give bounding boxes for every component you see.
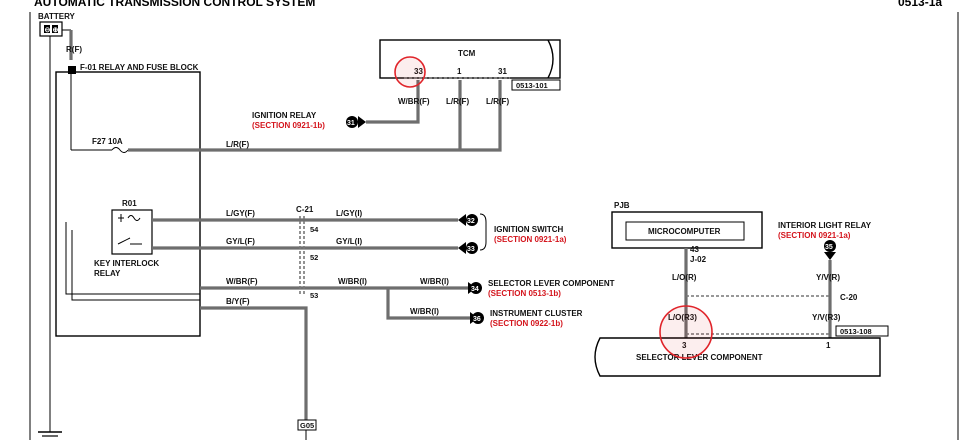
c21-pin-54: 54 xyxy=(310,225,319,234)
pjb-wire-label: L/O(R) xyxy=(672,273,697,282)
wire-label-gyl-i: GY/L(I) xyxy=(336,237,363,246)
selector-lever-box xyxy=(594,337,881,377)
pjb-conn: J-02 xyxy=(690,255,707,264)
svg-text:31: 31 xyxy=(347,120,355,127)
c21-label: C-21 xyxy=(296,205,314,214)
svg-text:35: 35 xyxy=(825,244,833,251)
selector-lever-section: (SECTION 0513-1b) xyxy=(488,289,561,298)
selector-connector-box xyxy=(835,325,889,337)
tcm-connector-id: 0513-101 xyxy=(516,81,548,90)
relay-label-2: RELAY xyxy=(94,269,121,278)
selector-wire-yv: Y/V(R3) xyxy=(812,313,841,322)
svg-text:34: 34 xyxy=(471,286,479,293)
ref-31-icon: 31 xyxy=(346,116,366,128)
ground-connector xyxy=(297,419,317,431)
ref-33-icon: 33 xyxy=(458,242,478,254)
coil-icon xyxy=(118,214,141,222)
wire-label-gyl-f: GY/L(F) xyxy=(226,237,255,246)
tcm-wire-lr-1: L/R(F) xyxy=(446,97,469,106)
diagram-title: AUTOMATIC TRANSMISSION CONTROL SYSTEM xyxy=(34,0,315,9)
interior-relay-wire-label: Y/V(R) xyxy=(816,273,840,282)
interior-relay-section: (SECTION 0921-1a) xyxy=(778,231,851,240)
ground-label: G05 xyxy=(300,421,314,430)
relay-label-1: KEY INTERLOCK xyxy=(94,259,159,268)
wire-wbr-i-2 xyxy=(386,288,470,320)
svg-text:⊖: ⊖ xyxy=(45,27,51,34)
svg-text:33: 33 xyxy=(467,246,475,253)
battery-wire-label: R(F) xyxy=(66,45,82,54)
tcm-connector-box xyxy=(511,79,561,91)
contact-icon xyxy=(117,237,142,245)
battery-label: BATTERY xyxy=(38,12,76,21)
instrument-cluster-label: INSTRUMENT CLUSTER xyxy=(490,309,583,318)
tcm-label: TCM xyxy=(458,49,476,58)
c21-pin-52: 52 xyxy=(310,253,318,262)
pjb-pin: 43 xyxy=(690,245,699,254)
interior-relay-label: INTERIOR LIGHT RELAY xyxy=(778,221,872,230)
fuse-block-label: F-01 RELAY AND FUSE BLOCK xyxy=(80,63,199,72)
pjb-label: PJB xyxy=(614,201,630,210)
wire-label-wbr-i-2: W/BR(I) xyxy=(420,277,449,286)
fuse-icon xyxy=(111,147,129,153)
wire-label-by-f: B/Y(F) xyxy=(226,297,250,306)
tcm-wire-lr-2: L/R(F) xyxy=(486,97,509,106)
selector-pin-1: 1 xyxy=(826,341,831,350)
ref-32-icon: 32 xyxy=(458,214,478,226)
ignition-switch-section: (SECTION 0921-1a) xyxy=(494,235,567,244)
c20-label: C-20 xyxy=(840,293,858,302)
ignition-switch-label: IGNITION SWITCH xyxy=(494,225,564,234)
wire-label-lgy-f: L/GY(F) xyxy=(226,209,255,218)
selector-wire-lo: L/O(R3) xyxy=(668,313,697,322)
ref-34-icon: 34 xyxy=(468,282,482,294)
relay-symbol xyxy=(111,209,153,255)
svg-text:⊕: ⊕ xyxy=(53,27,59,34)
fuse-wire-label: L/R(F) xyxy=(226,140,249,149)
wire-label-wbr-i-3: W/BR(I) xyxy=(410,307,439,316)
tcm-pin-31: 31 xyxy=(498,67,507,76)
microcomputer-label: MICROCOMPUTER xyxy=(648,227,721,236)
tcm-wire-wbr: W/BR(F) xyxy=(398,97,430,106)
wire-label-lgy-i: L/GY(I) xyxy=(336,209,363,218)
ignition-bracket xyxy=(479,213,487,251)
tcm-pin-33: 33 xyxy=(414,67,423,76)
selector-box-label: SELECTOR LEVER COMPONENT xyxy=(636,353,763,362)
selector-connector-id: 0513-108 xyxy=(840,327,872,336)
relay-fuse-block xyxy=(55,71,201,337)
ref-36-icon: 36 xyxy=(470,312,484,324)
wire-by-f xyxy=(200,306,308,420)
selector-pin-3-highlight xyxy=(659,305,713,359)
selector-pin-3: 3 xyxy=(682,341,687,350)
selector-lever-label: SELECTOR LEVER COMPONENT xyxy=(488,279,615,288)
svg-text:36: 36 xyxy=(473,316,481,323)
diagram-ref: 0513-1a xyxy=(898,0,942,9)
wire-label-wbr-i-1: W/BR(I) xyxy=(338,277,367,286)
c21-pin-53: 53 xyxy=(310,291,318,300)
ref-35-icon: 35 xyxy=(824,240,836,260)
ignition-relay-label: IGNITION RELAY xyxy=(252,111,317,120)
c21-connector xyxy=(299,216,305,296)
fuse-block-connector xyxy=(68,66,76,74)
instrument-cluster-section: (SECTION 0922-1b) xyxy=(490,319,563,328)
ignition-relay-section: (SECTION 0921-1b) xyxy=(252,121,325,130)
wire-label-wbr-f: W/BR(F) xyxy=(226,277,258,286)
tcm-pin-1: 1 xyxy=(457,67,462,76)
svg-text:32: 32 xyxy=(467,218,475,225)
relay-id: R01 xyxy=(122,199,137,208)
wire-tcm-33 xyxy=(366,80,420,124)
battery-symbol: ⊖ ⊕ xyxy=(39,21,63,37)
fuse-label: F27 10A xyxy=(92,137,123,146)
microcomputer-box xyxy=(625,221,745,241)
tcm-pin-33-highlight xyxy=(394,56,426,88)
wire-tcm-31 xyxy=(460,80,502,152)
